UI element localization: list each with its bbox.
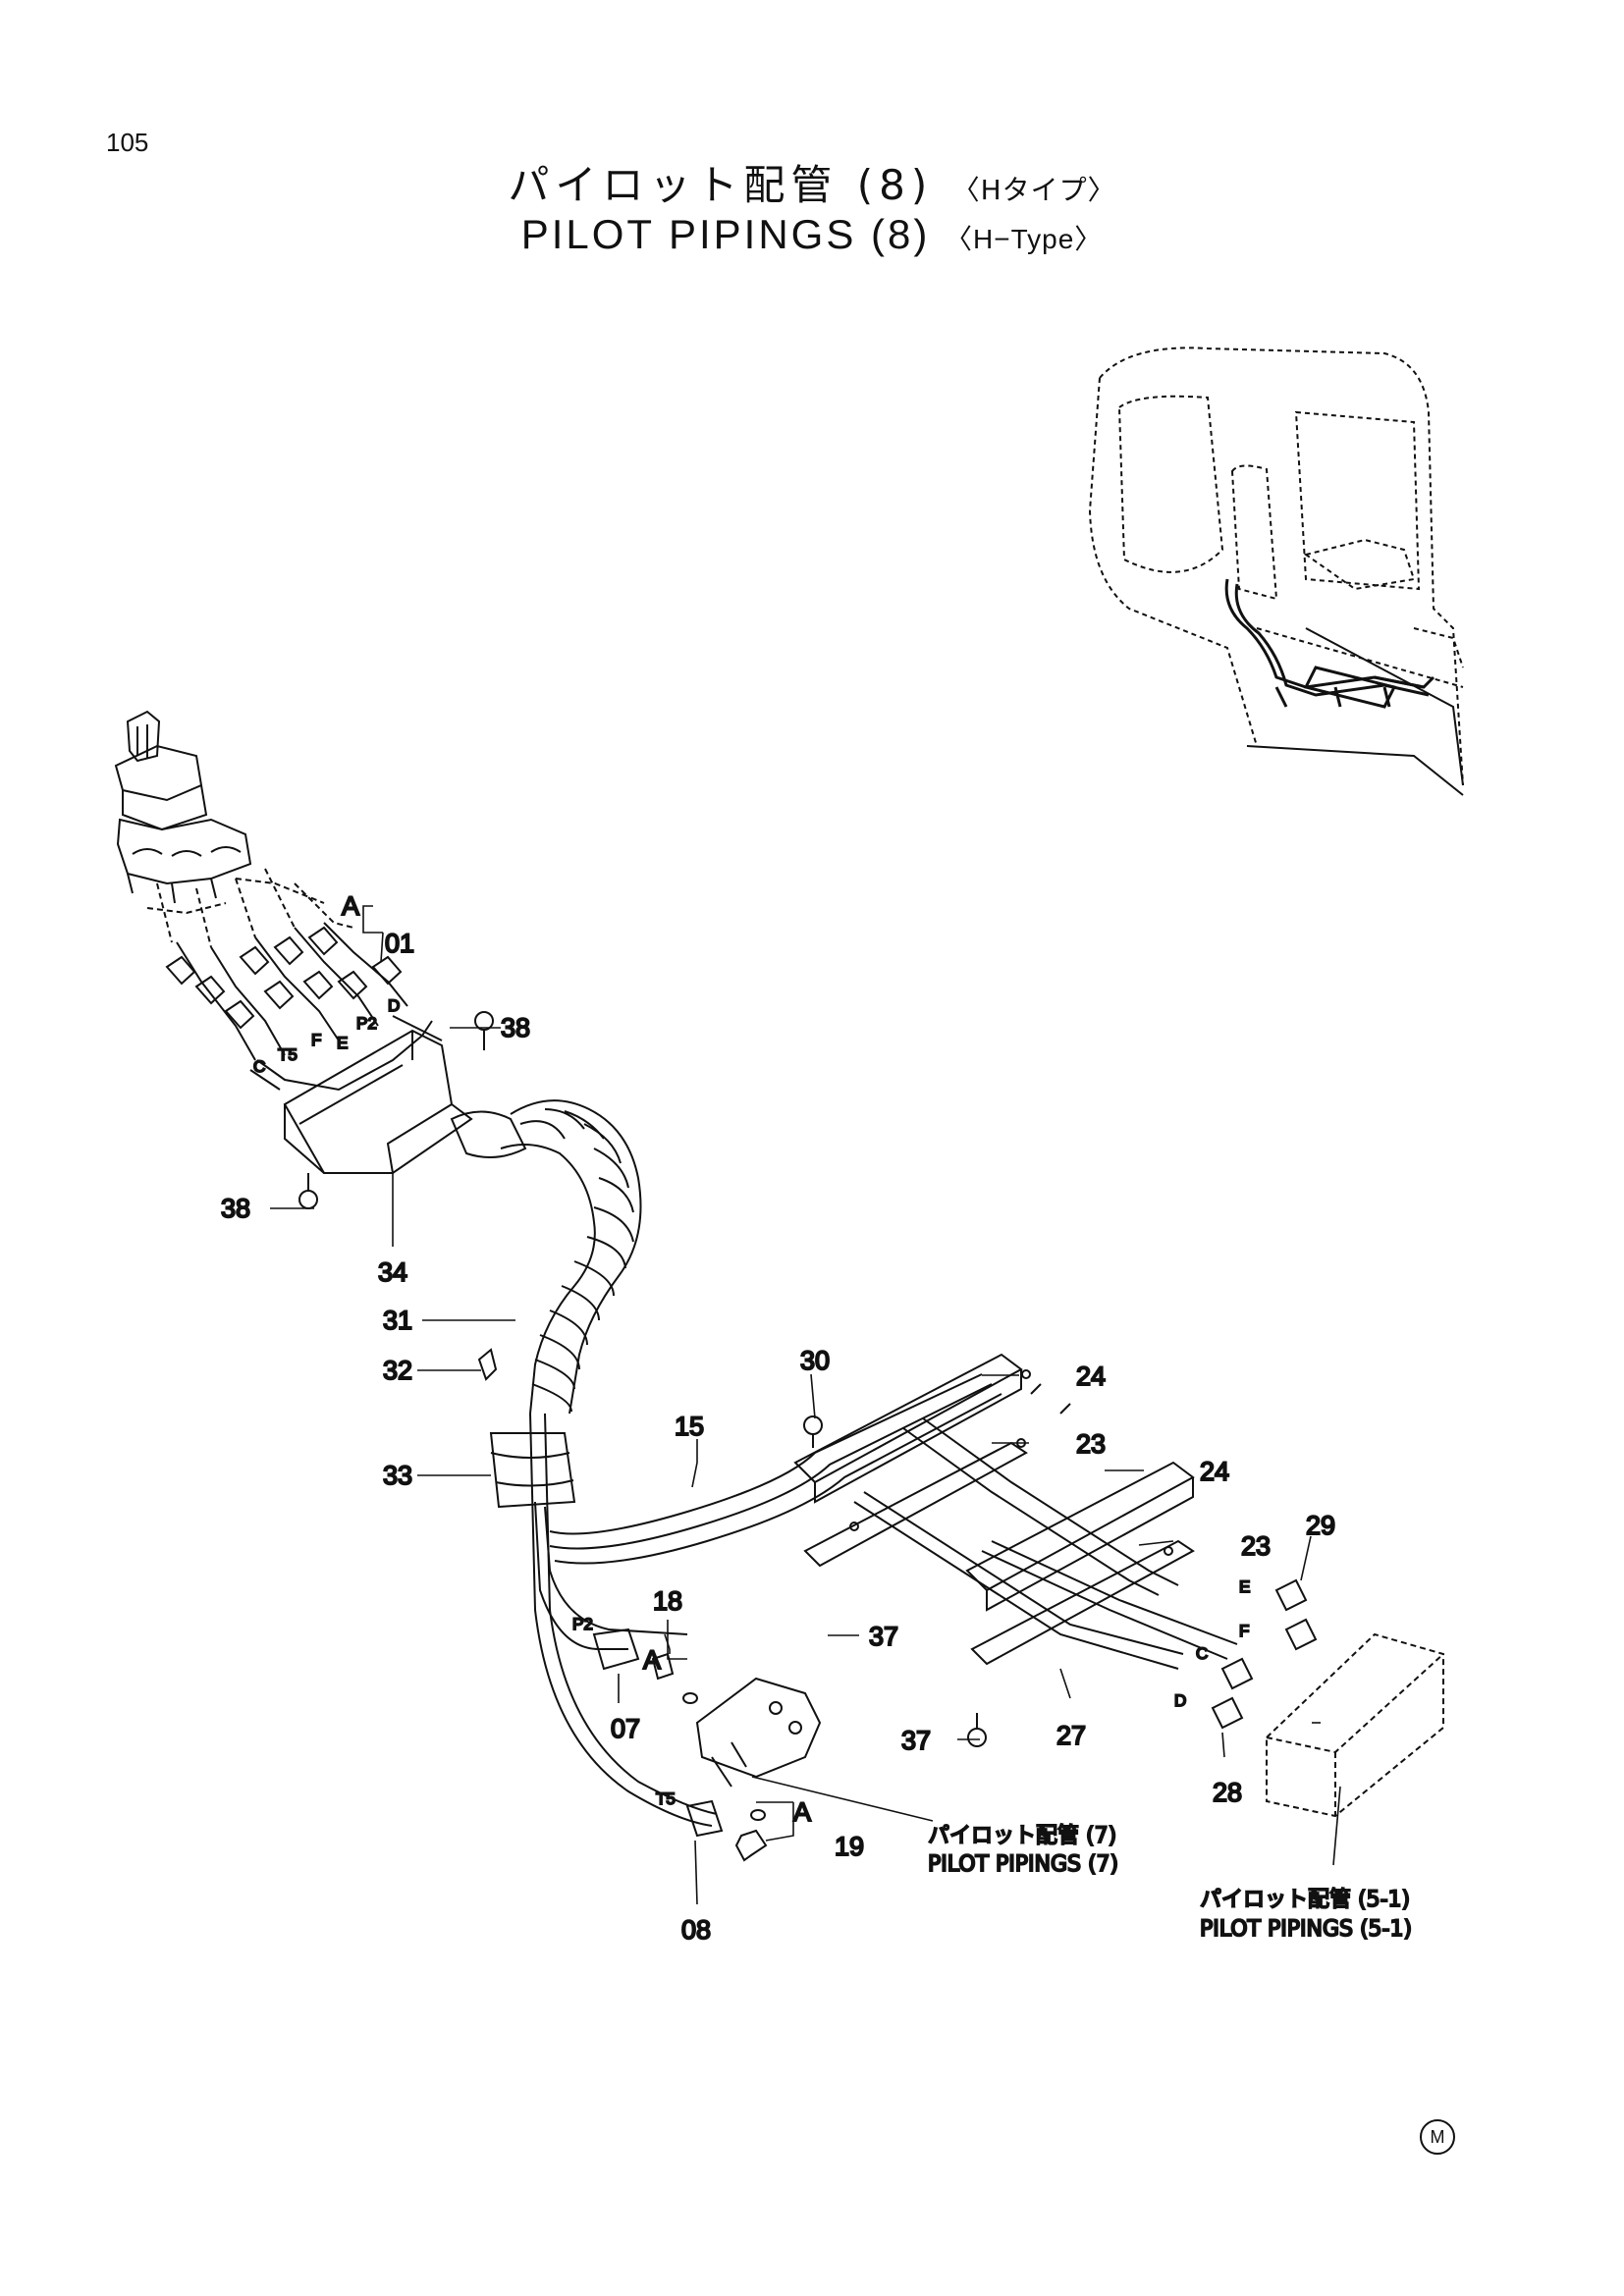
- page-title-jp: パイロット配管 (8) 〈Hタイプ〉: [0, 152, 1624, 212]
- port-d-top: D: [388, 996, 400, 1015]
- callout-24-top: 24: [1076, 1362, 1106, 1391]
- port-c-top: C: [253, 1057, 265, 1076]
- callout-23-mid: 23: [1241, 1531, 1271, 1561]
- port-t5-mid: T5: [656, 1789, 676, 1808]
- ref-pilot-pipings-5-1-en: PILOT PIPINGS (5-1): [1200, 1917, 1412, 1942]
- page-number: 105: [106, 128, 149, 157]
- pipings-main: [529, 1373, 1238, 1827]
- support-rails: [793, 1353, 1195, 1666]
- callout-15: 15: [675, 1412, 704, 1441]
- ref-pilot-pipings-7-jp: パイロット配管 (7): [928, 1824, 1116, 1848]
- callout-a-2: A: [643, 1645, 661, 1675]
- manifold-block: [695, 1677, 822, 1788]
- port-e-right: E: [1239, 1577, 1250, 1596]
- title-jp-text: パイロット配管 (8): [508, 161, 934, 209]
- ref-pilot-pipings-7-en: PILOT PIPINGS (7): [928, 1852, 1118, 1877]
- title-en-type: 〈H−Type〉: [945, 224, 1104, 254]
- callout-07: 07: [611, 1714, 640, 1743]
- page-title-en: PILOT PIPINGS (8) 〈H−Type〉: [0, 211, 1624, 258]
- callout-37-mid: 37: [869, 1622, 898, 1651]
- callout-37-low: 37: [901, 1726, 931, 1755]
- cab-inset-illustration: [1088, 347, 1464, 786]
- callout-08: 08: [681, 1915, 711, 1945]
- callout-38-left: 38: [221, 1194, 250, 1223]
- callout-27: 27: [1056, 1721, 1086, 1750]
- callout-29: 29: [1306, 1511, 1335, 1540]
- callout-24-mid: 24: [1200, 1457, 1229, 1486]
- fittings-18-07-08-19: [592, 1628, 768, 1862]
- manufacturer-mark: M: [1420, 2119, 1455, 2155]
- callout-01: 01: [385, 929, 414, 958]
- callout-a-3: A: [793, 1797, 811, 1827]
- callout-30: 30: [800, 1346, 830, 1375]
- callout-33: 33: [383, 1461, 412, 1490]
- cab-inset-outline: [1246, 627, 1464, 796]
- cab-inset-pipings: [1224, 578, 1435, 709]
- callout-34: 34: [378, 1257, 407, 1287]
- clamp-32: [477, 1348, 498, 1381]
- leader-lines: [270, 905, 1341, 1905]
- port-d-right: D: [1174, 1691, 1186, 1710]
- bracket-34: [283, 1015, 473, 1174]
- callout-38-top: 38: [501, 1013, 530, 1042]
- callout-a-1: A: [342, 891, 359, 921]
- title-en-text: PILOT PIPINGS (8): [520, 211, 931, 257]
- flexible-tube-31: [450, 1099, 642, 1415]
- port-f-top: F: [311, 1031, 321, 1049]
- port-f-right: F: [1239, 1622, 1249, 1640]
- port-p2-mid: P2: [572, 1615, 593, 1633]
- port-t5-top: T5: [278, 1045, 298, 1064]
- block-box: [1266, 1632, 1444, 1818]
- hose-fittings-right: [1211, 1578, 1318, 1730]
- pilot-valve-hoses: [165, 922, 433, 1092]
- grommet-33: [489, 1432, 576, 1509]
- callout-23-top: 23: [1076, 1429, 1106, 1459]
- callout-18: 18: [653, 1586, 682, 1616]
- port-c-right: C: [1196, 1644, 1208, 1663]
- ref-pilot-pipings-5-1-jp: パイロット配管 (5-1): [1200, 1888, 1410, 1912]
- title-jp-type: 〈Hタイプ〉: [951, 174, 1116, 206]
- bolts: [298, 1011, 987, 1747]
- callout-31: 31: [383, 1306, 412, 1335]
- pilot-valve-fittings: [146, 868, 354, 948]
- callout-19: 19: [835, 1832, 864, 1861]
- port-e-top: E: [337, 1034, 348, 1052]
- callout-28: 28: [1213, 1778, 1242, 1807]
- callout-32: 32: [383, 1356, 412, 1385]
- port-p2-top: P2: [356, 1014, 377, 1033]
- pilot-valve: [114, 710, 252, 904]
